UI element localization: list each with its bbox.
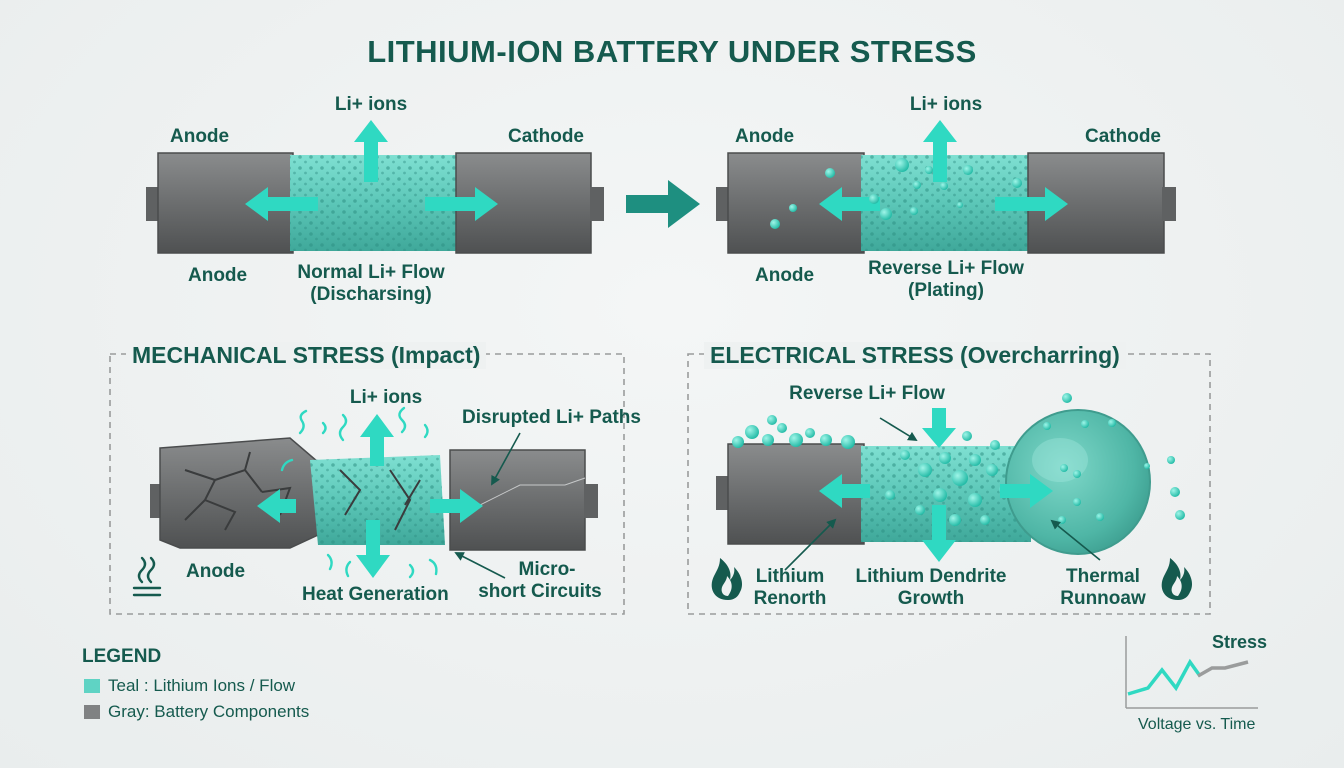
thermal-runaway-label: Thermal Runnoaw xyxy=(1060,566,1146,609)
voltage-time-caption: Voltage vs. Time xyxy=(1138,716,1256,733)
disrupted-paths-label: Disrupted Li+ Paths xyxy=(462,407,641,428)
legend-title: LEGEND xyxy=(82,646,162,667)
cathode-label: Cathode xyxy=(1085,126,1161,147)
normal-flow-battery xyxy=(146,120,604,254)
teal-swatch xyxy=(84,679,100,693)
reverse-flow-battery xyxy=(716,120,1176,254)
fire-icon xyxy=(711,558,742,600)
micro-short-label: Micro- short Circuits xyxy=(478,559,602,602)
li-ions-label: Li+ ions xyxy=(909,94,983,115)
electrical-stress-title: ELECTRICAL STRESS (Overcharring) xyxy=(704,342,1126,369)
reverse-flow-label: Reverse Li+ Flow (Plating) xyxy=(868,258,1024,301)
fire-icon xyxy=(1161,558,1192,600)
electrical-stress-frame xyxy=(687,353,1211,615)
legend-item-gray: Gray: Battery Components xyxy=(84,702,309,722)
mechanical-stress-title: MECHANICAL STRESS (Impact) xyxy=(126,342,487,369)
li-ions-label: Li+ ions xyxy=(349,387,423,408)
anode-label: Anode xyxy=(170,126,230,147)
anode-label: Anode xyxy=(735,126,795,147)
anode-label: Anode xyxy=(188,265,248,286)
overcharged-battery xyxy=(716,393,1185,571)
anode-label: Anode xyxy=(186,561,246,582)
normal-flow-label: Normal Li+ Flow (Discharsing) xyxy=(297,262,445,305)
legend-item-teal: Teal : Lithium Ions / Flow xyxy=(84,676,295,696)
dendrite-growth-label: Lithium Dendrite Growth xyxy=(855,566,1007,609)
heat-icon xyxy=(132,556,162,597)
gray-swatch xyxy=(84,705,100,719)
anode-label: Anode xyxy=(755,265,815,286)
reverse-flow-label: Reverse Li+ Flow xyxy=(789,383,945,404)
stress-mini-chart xyxy=(1125,636,1258,709)
transition-arrow-icon xyxy=(626,180,700,228)
damaged-battery xyxy=(150,406,598,579)
cathode-label: Cathode xyxy=(508,126,584,147)
page-title: LITHIUM-ION BATTERY UNDER STRESS xyxy=(367,34,977,69)
li-ions-label: Li+ ions xyxy=(334,94,408,115)
stress-label: Stress xyxy=(1212,632,1268,652)
heat-generation-label: Heat Generation xyxy=(302,584,449,605)
lithium-renorth-label: Lithium Renorth xyxy=(753,566,827,609)
